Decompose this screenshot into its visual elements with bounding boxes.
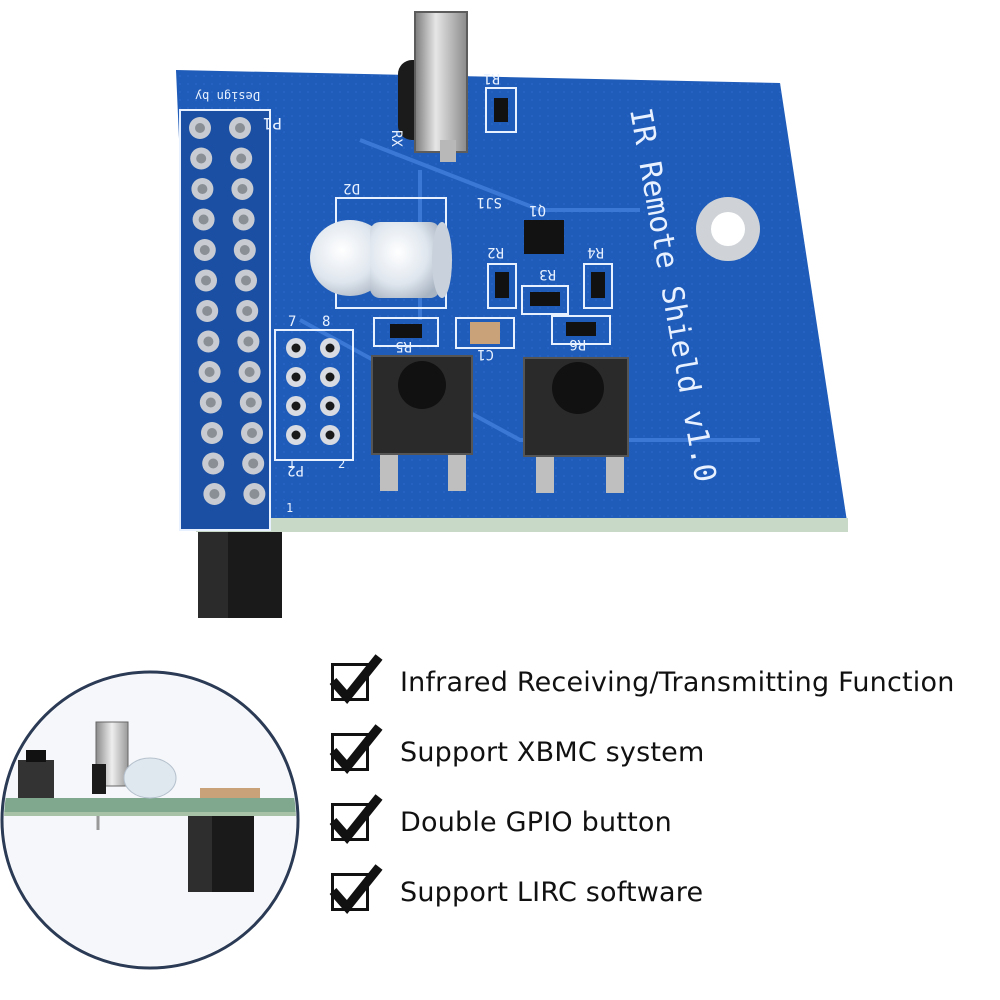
tactile-button-2 [523,357,629,493]
ir-led [310,197,452,309]
header-pin [238,361,261,383]
header-pin [320,367,340,387]
svg-text:R5: R5 [395,338,412,354]
header-pin [195,269,217,292]
feature-label: Infrared Receiving/Transmitting Function [400,667,955,698]
smd-components [373,87,613,349]
svg-text:Q1: Q1 [529,202,546,218]
svg-text:P1: P1 [263,114,282,133]
header-pin [241,422,263,444]
header-pin [189,117,211,139]
header-pin [286,367,306,387]
feature-item-ir: Infrared Receiving/Transmitting Function [325,645,995,715]
header-pin [190,147,213,170]
header-pin [229,117,251,139]
ir-receiver [398,11,468,162]
header-pin [191,178,214,200]
header-pin [196,300,219,322]
header-pin [286,396,306,416]
header-pin [286,338,306,358]
header-pin [239,391,262,414]
checkmark-icon [329,654,383,705]
feature-label: Support LIRC software [400,877,704,908]
svg-text:P2: P2 [287,462,304,478]
header-pin [320,396,340,416]
side-view-photo [0,670,300,970]
header-pin [286,425,306,445]
header-pin [192,208,215,231]
board-photo: IR Remote Shield v1.0 Design by P1 RX R1… [176,11,848,618]
header-pin [202,452,225,475]
feature-label: Support XBMC system [400,737,705,768]
svg-text:1: 1 [288,457,295,471]
header-pin [232,208,255,231]
header-pin [198,361,221,383]
gpio-header-p1 [179,109,271,531]
svg-text:8: 8 [322,314,330,330]
header-p2 [274,329,354,461]
header-pin [193,239,216,261]
header-pin [201,422,223,444]
header-pin [320,425,340,445]
svg-text:R1: R1 [483,70,500,86]
header-pin [231,178,254,200]
header-pin [199,391,222,414]
svg-text:RX: RX [388,130,404,147]
header-pin [203,483,226,505]
svg-text:R4: R4 [587,244,604,260]
checkmark-icon [329,864,383,915]
feature-list: Infrared Receiving/Transmitting Function… [325,645,995,925]
svg-text:R2: R2 [487,244,504,260]
svg-text:D2: D2 [343,180,360,196]
header-pin [242,452,265,475]
header-pin [197,330,220,353]
feature-item-gpio: Double GPIO button [325,785,995,855]
header-pin [243,483,266,505]
header-pin [237,330,260,353]
header-pin [320,338,340,358]
svg-text:SJ1: SJ1 [477,194,502,210]
svg-text:Design by: Design by [195,89,260,103]
header-pin [235,269,257,292]
checkmark-icon [329,724,383,775]
svg-text:C1: C1 [477,346,494,362]
tactile-button-1 [371,355,473,491]
header-pin [230,147,253,170]
svg-text:1: 1 [286,501,293,515]
svg-text:2: 2 [338,457,345,471]
checkmark-icon [329,794,383,845]
mounting-hole [696,197,760,261]
svg-text:7: 7 [288,314,296,330]
pcb-board [176,70,848,532]
svg-text:R6: R6 [569,336,586,352]
feature-item-xbmc: Support XBMC system [325,715,995,785]
header-pin [233,239,256,261]
svg-text:R3: R3 [539,266,556,282]
feature-item-lirc: Support LIRC software [325,855,995,925]
header-pin [236,300,259,322]
feature-label: Double GPIO button [400,807,672,838]
